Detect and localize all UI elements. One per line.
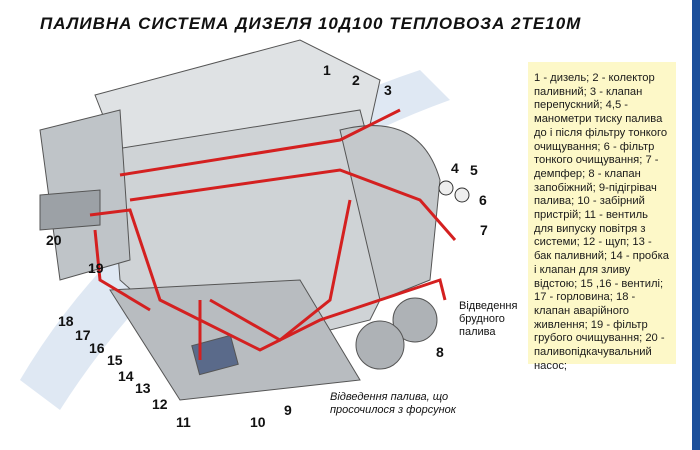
label-9: 9 (284, 402, 292, 418)
fuel-tank-line (198, 199, 352, 360)
fuel-lines (89, 108, 457, 360)
page-title: ПАЛИВНА СИСТЕМА ДИЗЕЛЯ 10Д100 ТЕПЛОВОЗА … (40, 14, 582, 33)
label-2: 2 (352, 72, 360, 88)
fuel-tank (109, 279, 361, 401)
intake-device (191, 334, 239, 376)
label-10: 10 (250, 414, 266, 430)
fuel-collector-line (119, 108, 401, 177)
legend-panel: 1 - дизель; 2 - колектор паливний; 3 - к… (528, 62, 676, 372)
watermark (20, 70, 450, 410)
fuel-supply-line (93, 229, 151, 312)
label-6: 6 (479, 192, 487, 208)
pump-housing-upper (392, 297, 438, 343)
label-8: 8 (436, 344, 444, 360)
fuel-filter-line (129, 168, 457, 241)
label-7: 7 (480, 222, 488, 238)
legend-text: 1 - дизель; 2 - колектор паливний; 3 - к… (534, 72, 669, 372)
manometer-5 (454, 187, 470, 203)
label-13: 13 (135, 380, 151, 396)
label-14: 14 (118, 368, 134, 384)
fuel-pump-unit (39, 189, 101, 231)
label-17: 17 (75, 327, 91, 343)
dirty-fuel-note: Відведення брудного палива (459, 300, 518, 338)
label-5: 5 (470, 162, 478, 178)
label-18: 18 (58, 313, 74, 329)
manometers (438, 180, 470, 203)
label-3: 3 (384, 82, 392, 98)
label-11: 11 (176, 414, 191, 430)
engine-right-end (339, 125, 441, 301)
label-4: 4 (451, 160, 459, 176)
pump-housing-lower (355, 320, 405, 370)
label-16: 16 (89, 340, 105, 356)
label-20: 20 (46, 232, 62, 248)
right-border (692, 0, 700, 450)
injector-leak-note: Відведення палива, що просочилося з форс… (330, 391, 456, 416)
label-12: 12 (152, 396, 168, 412)
fuel-return-line (89, 208, 447, 352)
label-1: 1 (323, 62, 331, 78)
label-19: 19 (88, 260, 104, 276)
manometer-4 (438, 180, 454, 196)
label-15: 15 (107, 352, 123, 368)
watermark-shape (20, 70, 450, 410)
